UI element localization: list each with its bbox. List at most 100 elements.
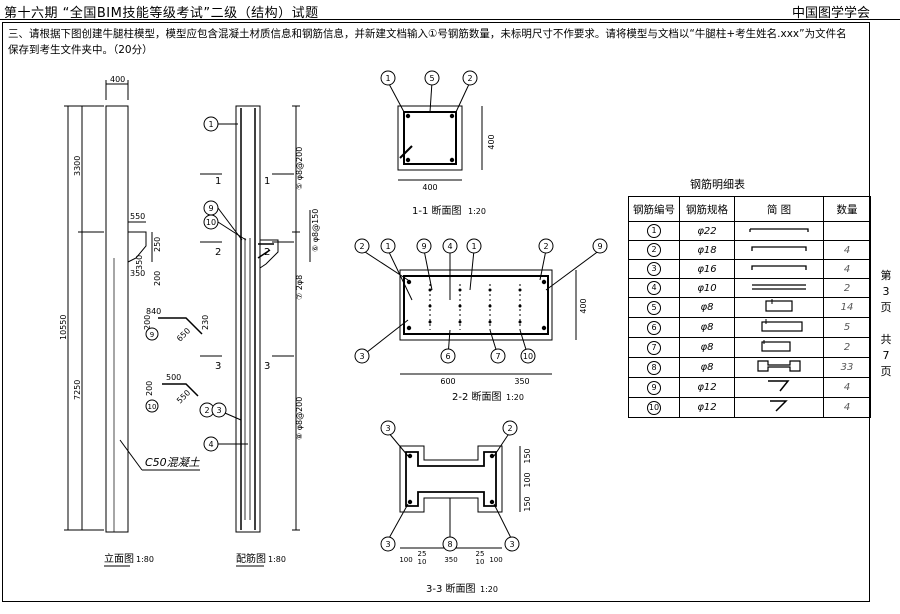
rebar-number: 7 bbox=[628, 337, 680, 358]
rebar-quantity bbox=[823, 221, 871, 241]
s3-dim: 25 bbox=[418, 550, 427, 558]
dim-7250: 7250 bbox=[73, 380, 82, 400]
s3-dim: 25 bbox=[476, 550, 485, 558]
s2-callout: 6 bbox=[445, 352, 450, 361]
s3-dim: 150 bbox=[523, 496, 532, 511]
spec-6: ⑥ φ8@150 bbox=[311, 209, 320, 252]
s3-dim: 350 bbox=[444, 556, 457, 564]
dim-230: 230 bbox=[201, 315, 210, 330]
dim-500: 500 bbox=[166, 373, 181, 382]
s2-dim-400: 400 bbox=[579, 298, 588, 313]
s3-dim: 10 bbox=[476, 558, 485, 566]
rebar-quantity: 4 bbox=[823, 259, 871, 279]
rebar-shape-icon bbox=[734, 337, 824, 358]
dim-550: 550 bbox=[130, 212, 145, 221]
dim-650: 650 bbox=[175, 326, 192, 343]
rebar-spec: φ12 bbox=[679, 377, 735, 398]
spec-8: ⑧ φ8@200 bbox=[295, 397, 304, 440]
dim-top-width: 400 bbox=[110, 75, 125, 84]
col-header: 数量 bbox=[823, 196, 871, 222]
s2-callout: 1 bbox=[471, 242, 476, 251]
rebar-quantity: 5 bbox=[823, 317, 871, 338]
dim-200: 200 bbox=[153, 271, 162, 286]
s3-callout: 3 bbox=[509, 540, 514, 549]
callout-10: 10 bbox=[206, 218, 216, 227]
rebar-quantity: 33 bbox=[823, 357, 871, 378]
page-char: 第 bbox=[880, 269, 892, 282]
rebar-number: 9 bbox=[628, 377, 680, 398]
s1-dim-width: 400 bbox=[422, 183, 437, 192]
callout-3: 3 bbox=[216, 406, 221, 415]
dim-350b: 350 bbox=[130, 269, 145, 278]
rebar-number: 2 bbox=[628, 240, 680, 260]
rebar-quantity: 4 bbox=[823, 397, 871, 418]
section-2-outline bbox=[399, 269, 553, 341]
s3-dim: 100 bbox=[399, 556, 412, 564]
spec-5: ⑤ φ8@200 bbox=[295, 147, 304, 190]
rebar-quantity: 4 bbox=[823, 377, 871, 398]
rebar-shape-icon bbox=[734, 397, 824, 418]
section-mark-3: 3 bbox=[215, 361, 221, 372]
s3-callout: 3 bbox=[385, 540, 390, 549]
s2-callout: 7 bbox=[495, 352, 500, 361]
rebar-quantity: 4 bbox=[823, 240, 871, 260]
col-header: 简 图 bbox=[734, 196, 824, 222]
callout-9-detail: 9 bbox=[150, 331, 154, 339]
s1-scale: 1:20 bbox=[468, 207, 486, 216]
rebar-quantity: 14 bbox=[823, 297, 871, 318]
s2-callout: 3 bbox=[359, 352, 364, 361]
rebar-shape-icon bbox=[734, 221, 824, 241]
s1-callout-2: 2 bbox=[467, 74, 472, 83]
s2-caption: 2-2 断面图 bbox=[452, 390, 502, 403]
rebar-spec: φ10 bbox=[679, 278, 735, 298]
rebar-number: 3 bbox=[628, 259, 680, 279]
s3-dim: 100 bbox=[489, 556, 502, 564]
s2-callout: 2 bbox=[359, 242, 364, 251]
rebar-shape-icon bbox=[734, 278, 824, 298]
section-mark-1: 1 bbox=[264, 176, 270, 187]
s2-callout: 1 bbox=[385, 242, 390, 251]
rebar-spec: φ12 bbox=[679, 397, 735, 418]
rebar-number: 10 bbox=[628, 397, 680, 418]
dim-3300: 3300 bbox=[73, 156, 82, 176]
s3-callout: 8 bbox=[447, 540, 452, 549]
s1-callout-1: 1 bbox=[385, 74, 390, 83]
rebar-number: 4 bbox=[628, 278, 680, 298]
reinforced-column bbox=[235, 105, 261, 533]
rebar-number: 5 bbox=[628, 297, 680, 318]
header-divider bbox=[0, 19, 900, 20]
dim-200-r10: 200 bbox=[145, 381, 154, 396]
callout-2: 2 bbox=[204, 406, 209, 415]
rebar-spec: φ18 bbox=[679, 240, 735, 260]
column-outline bbox=[105, 105, 129, 533]
page-current: 3 bbox=[882, 285, 890, 298]
section-3-outline bbox=[399, 445, 503, 513]
elevation-scale: 1:80 bbox=[136, 555, 154, 564]
task-description: 三、请根据下图创建牛腿柱模型，模型应包含混凝土材质信息和钢筋信息，并新建文档输入… bbox=[8, 28, 847, 56]
corbel-outline bbox=[127, 231, 147, 263]
spec-7: ⑦ 2φ8 bbox=[295, 275, 304, 300]
page-char: 页 bbox=[880, 301, 892, 314]
s2-callout: 10 bbox=[523, 352, 533, 361]
col-header: 钢筋规格 bbox=[679, 196, 735, 222]
table-title: 钢筋明细表 bbox=[690, 178, 745, 191]
rebar-quantity: 2 bbox=[823, 278, 871, 298]
rebar-shape-icon bbox=[734, 317, 824, 338]
section-mark-1: 1 bbox=[215, 176, 221, 187]
rebar-spec: φ16 bbox=[679, 259, 735, 279]
rebar-shape-icon bbox=[734, 357, 824, 378]
s3-dim: 150 bbox=[523, 448, 532, 463]
s2-scale: 1:20 bbox=[506, 393, 524, 402]
reinforcement-scale: 1:80 bbox=[268, 555, 286, 564]
rebar-number: 6 bbox=[628, 317, 680, 338]
s2-callout: 4 bbox=[447, 242, 452, 251]
rebar-spec: φ22 bbox=[679, 221, 735, 241]
rebar-spec: φ8 bbox=[679, 337, 735, 358]
